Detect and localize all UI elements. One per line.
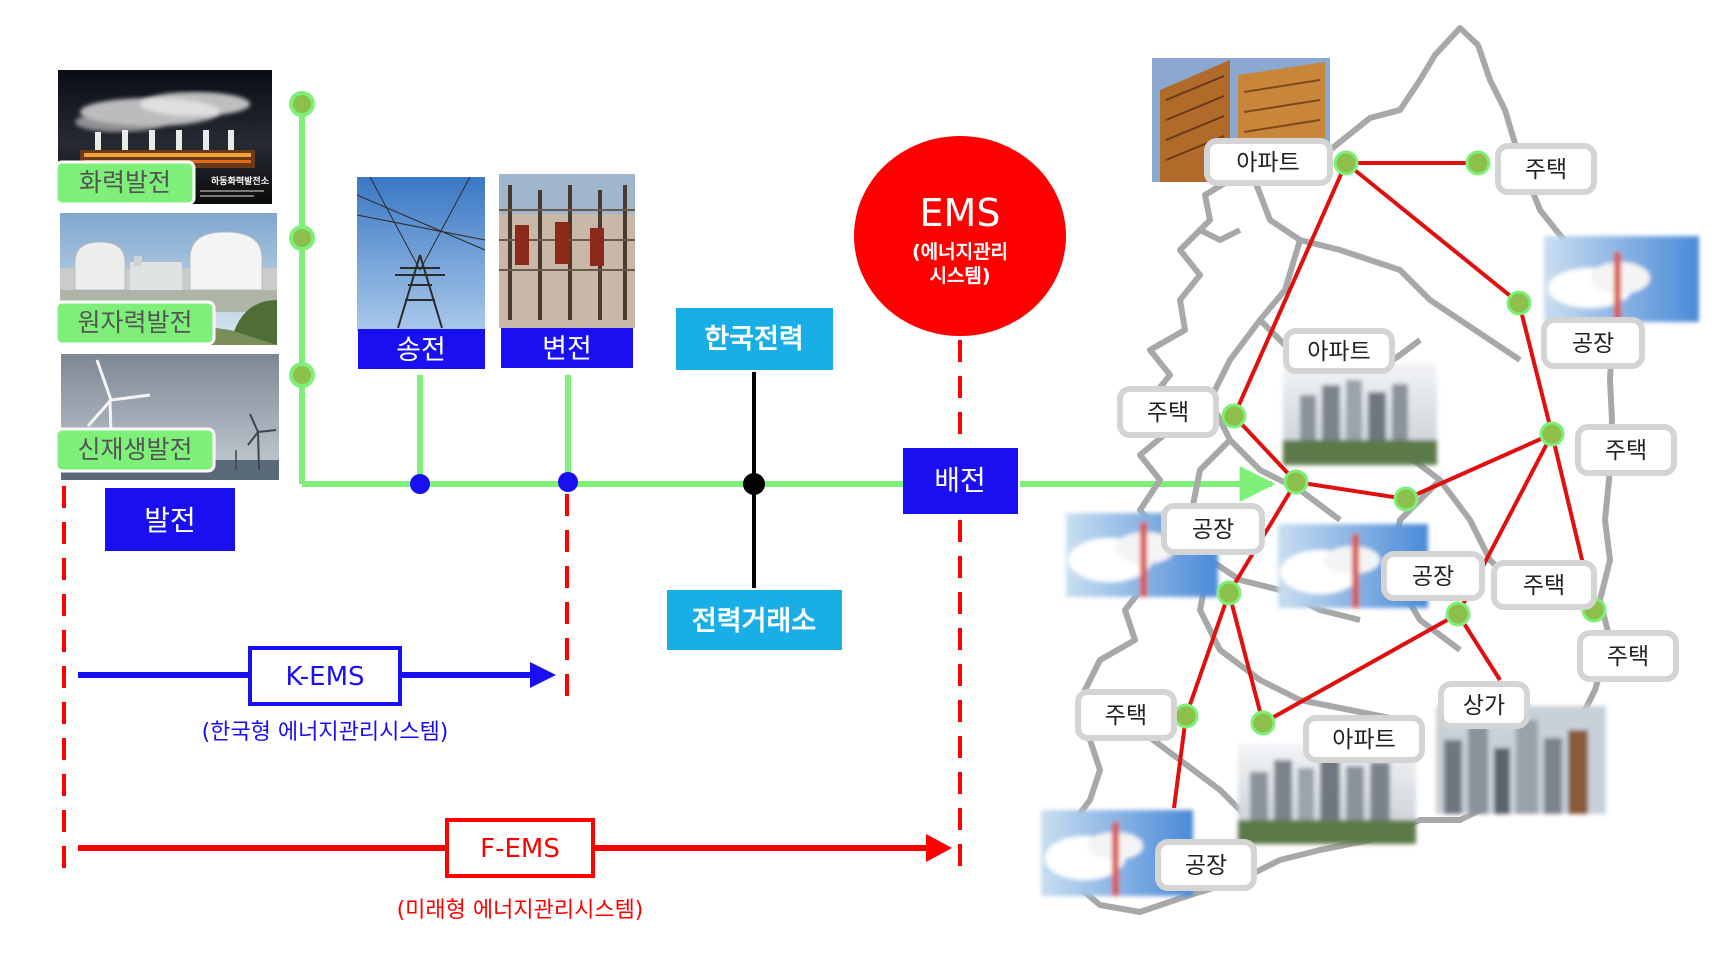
svg-text:주택: 주택 [1105,703,1147,729]
ems-circle: EMS (에너지관리 시스템) [854,136,1066,336]
transmission-label: 송전 [358,329,485,369]
svg-text:배전: 배전 [934,464,986,497]
svg-text:발전: 발전 [144,504,196,537]
transmission-tower-photo [356,176,486,331]
kepco-label: 한국전력 [676,308,833,370]
map-label-factory-west: 공장 [1161,503,1265,555]
generator-node-3 [289,362,315,388]
map-label-apt-south: 아파트 [1303,715,1425,763]
svg-text:한국전력: 한국전력 [704,324,803,355]
map-label-factory-south: 공장 [1155,839,1257,891]
svg-text:아파트: 아파트 [1332,727,1395,753]
k-ems-caption: (한국형 에너지관리시스템) [202,720,449,745]
generator-node-2 [289,225,315,251]
apartment-center-photo [1283,363,1437,465]
substation-junction [558,472,578,492]
svg-text:주택: 주택 [1523,573,1565,599]
svg-text:화력발전: 화력발전 [79,168,171,197]
svg-text:상가: 상가 [1463,693,1505,719]
svg-text:전력거래소: 전력거래소 [692,606,816,637]
map-label-shop: 상가 [1438,681,1530,729]
f-ems-caption: (미래형 에너지관리시스템) [397,898,644,923]
transmission-junction [410,474,430,494]
power-flow-line [299,102,1276,502]
svg-text:원자력발전: 원자력발전 [77,308,192,337]
svg-text:F-EMS: F-EMS [480,834,560,864]
generation-label: 발전 [105,488,235,551]
svg-text:주택: 주택 [1605,438,1647,464]
svg-text:(에너지관리: (에너지관리 [912,241,1008,263]
svg-text:송전: 송전 [396,335,446,366]
svg-text:변전: 변전 [542,334,592,365]
svg-text:주택: 주택 [1607,644,1649,670]
svg-text:공장: 공장 [1572,331,1614,357]
svg-text:아파트: 아파트 [1307,339,1370,365]
svg-text:공장: 공장 [1412,564,1454,590]
generator-node-1 [289,91,315,117]
svg-text:EMS: EMS [920,191,1001,235]
renewable-plant-label: 신재생발전 [54,427,216,473]
map-label-house-center: 주택 [1491,560,1597,610]
map-label-house-se: 주택 [1577,630,1679,682]
map-label-house-west: 주택 [1117,386,1219,438]
map-nodes [1173,150,1607,736]
substation-photo [499,174,635,328]
map-label-apt-top: 아파트 [1204,138,1333,186]
distribution-label: 배전 [903,448,1018,514]
thermal-plant-label: 화력발전 [54,160,196,206]
map-label-apt-center: 아파트 [1283,328,1395,374]
thermal-plant-caption: 하동화력발전소 [211,175,270,187]
svg-text:주택: 주택 [1147,400,1189,426]
k-ems-arrow: K-EMS [78,646,556,706]
map-label-factory-center: 공장 [1381,551,1485,601]
map-label-house-top: 주택 [1495,143,1597,195]
svg-text:공장: 공장 [1192,517,1234,543]
market-junction [743,473,765,495]
svg-text:K-EMS: K-EMS [285,662,364,692]
svg-text:공장: 공장 [1185,853,1227,879]
svg-text:주택: 주택 [1525,157,1567,183]
power-exchange-label: 전력거래소 [667,590,842,650]
svg-text:신재생발전: 신재생발전 [77,435,192,464]
substation-label: 변전 [501,328,633,368]
factory-south-photo [1041,810,1193,896]
f-ems-arrow: F-EMS [78,818,952,878]
map-label-house-east: 주택 [1575,424,1677,476]
map-label-house-sw: 주택 [1075,689,1177,741]
map-label-factory-ne: 공장 [1541,317,1645,369]
nuclear-plant-label: 원자력발전 [54,300,216,346]
factory-ne-photo [1544,236,1699,322]
svg-text:시스템): 시스템) [929,265,990,287]
svg-text:아파트: 아파트 [1236,150,1299,176]
